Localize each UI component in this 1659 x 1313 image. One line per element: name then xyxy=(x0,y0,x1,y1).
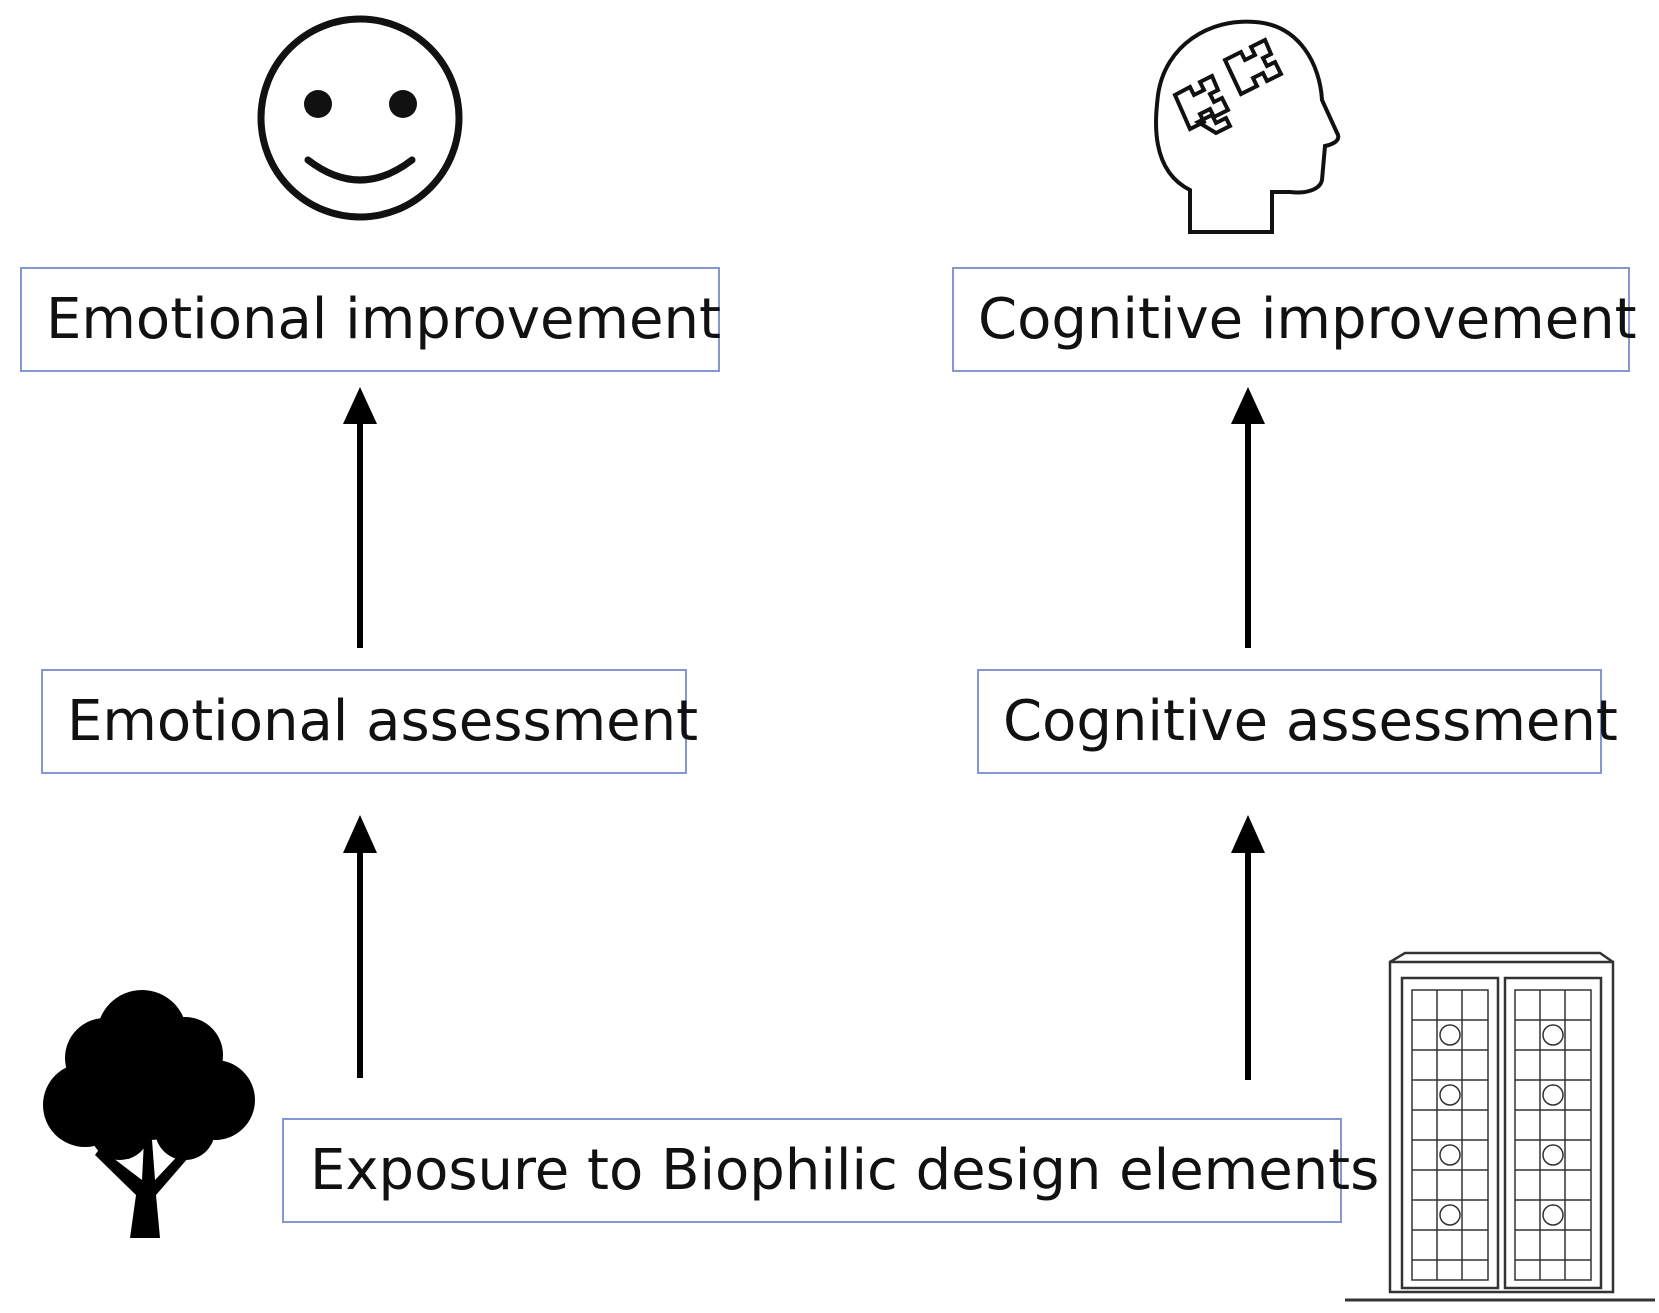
emotional-assessment-label: Emotional assessment xyxy=(67,689,699,754)
arrow-cognitive-assessment-to-improvement xyxy=(1231,387,1265,648)
exposure-box: Exposure to Biophilic design elements xyxy=(282,1118,1379,1223)
smiley-face-icon xyxy=(257,15,463,221)
emotional-improvement-label: Emotional improvement xyxy=(46,287,721,352)
exposure-label: Exposure to Biophilic design elements xyxy=(310,1138,1380,1203)
cognitive-improvement-label: Cognitive improvement xyxy=(978,287,1637,352)
tree-icon xyxy=(43,990,255,1238)
cognitive-improvement-box: Cognitive improvement xyxy=(952,267,1637,372)
emotional-assessment-box: Emotional assessment xyxy=(41,669,698,774)
emotional-improvement-box: Emotional improvement xyxy=(20,267,721,372)
arrow-exposure-to-emotional-assessment xyxy=(343,815,377,1078)
cognitive-assessment-label: Cognitive assessment xyxy=(1003,689,1618,754)
cognitive-assessment-box: Cognitive assessment xyxy=(977,669,1618,774)
arrow-exposure-to-cognitive-assessment xyxy=(1231,815,1265,1080)
head-with-puzzle-icon xyxy=(1154,19,1341,234)
ornamental-door-icon xyxy=(1345,951,1655,1302)
arrow-emotional-assessment-to-improvement xyxy=(343,387,377,648)
